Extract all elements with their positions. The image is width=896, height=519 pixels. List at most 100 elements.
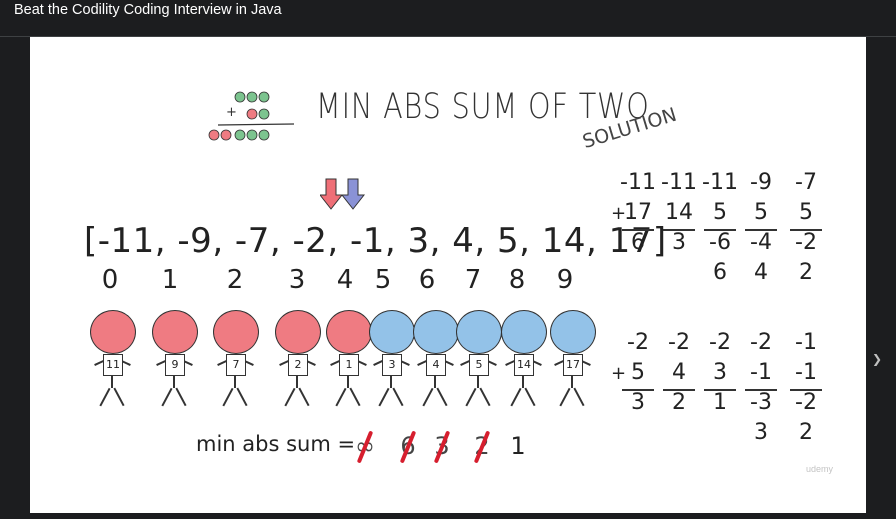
figure-body <box>347 374 349 388</box>
figure-head <box>413 310 459 354</box>
figure-leg <box>113 387 125 407</box>
addition-icon-plus: + <box>226 105 237 120</box>
slide-title: MIN ABS SUM OF TWO <box>316 87 650 127</box>
calc-cell: -11 <box>661 170 697 195</box>
calc-cell: -1 <box>795 360 817 385</box>
sum-line <box>745 229 777 231</box>
figure-leg <box>99 387 111 407</box>
figure-leg <box>222 387 234 407</box>
figure-leg <box>510 387 522 407</box>
array-index: 0 <box>101 265 119 295</box>
calc-cell: -11 <box>620 170 656 195</box>
array-index: 6 <box>418 265 436 295</box>
figure-head <box>213 310 259 354</box>
calc-cell: -11 <box>702 170 738 195</box>
calc-cell: -2 <box>750 330 772 355</box>
figure-sign: 9 <box>165 354 185 376</box>
sum-line <box>704 229 736 231</box>
figure-body <box>477 374 479 388</box>
calc-cell: 3 <box>631 390 645 415</box>
pointer-arrows-icon <box>320 178 366 210</box>
figure-body <box>234 374 236 388</box>
figure-body <box>173 374 175 388</box>
array-index: 8 <box>508 265 526 295</box>
calc-cell: -1 <box>795 330 817 355</box>
plus-sign: + <box>611 203 627 224</box>
calc-cell: 17 <box>624 200 652 225</box>
figure-leg <box>175 387 187 407</box>
figure-sign: 17 <box>563 354 583 376</box>
side-panel-toggle-icon[interactable]: ❯ <box>872 352 883 366</box>
calc-cell: -7 <box>795 170 817 195</box>
apples-addition-icon <box>208 91 295 141</box>
array-index: 1 <box>161 265 179 295</box>
sum-line <box>622 389 654 391</box>
stick-figure: 5 <box>456 310 502 410</box>
min-abs-sum-value: 1 <box>510 432 526 460</box>
stick-figure: 11 <box>90 310 136 410</box>
figure-sign: 11 <box>103 354 123 376</box>
calc-cell: -3 <box>750 390 772 415</box>
calc-cell: 3 <box>754 420 768 445</box>
figure-leg <box>479 387 491 407</box>
calc-cell: 3 <box>672 230 686 255</box>
figure-sign: 7 <box>226 354 246 376</box>
calc-cell: -4 <box>750 230 772 255</box>
array-index: 4 <box>336 265 354 295</box>
calc-cell: 5 <box>799 200 813 225</box>
figure-leg <box>284 387 296 407</box>
stick-figure: 17 <box>550 310 596 410</box>
figure-leg <box>378 387 390 407</box>
sum-line <box>745 389 777 391</box>
calc-cell: 6 <box>713 260 727 285</box>
calc-cell: -1 <box>750 360 772 385</box>
array-index: 2 <box>226 265 244 295</box>
calc-cell: 1 <box>713 390 727 415</box>
figure-leg <box>349 387 361 407</box>
array-index: 3 <box>288 265 306 295</box>
stick-figure: 1 <box>326 310 372 410</box>
sum-line <box>663 229 695 231</box>
figure-leg <box>436 387 448 407</box>
sum-line <box>704 389 736 391</box>
calc-cell: 5 <box>754 200 768 225</box>
figure-leg <box>465 387 477 407</box>
figure-head <box>275 310 321 354</box>
sum-line <box>622 229 654 231</box>
figure-body <box>434 374 436 388</box>
calc-cell: -2 <box>668 330 690 355</box>
calc-cell: 3 <box>713 360 727 385</box>
calc-cell: 2 <box>799 260 813 285</box>
calc-cell: 6 <box>631 230 645 255</box>
calc-cell: 4 <box>672 360 686 385</box>
figure-leg <box>559 387 571 407</box>
sum-line <box>790 229 822 231</box>
calc-cell: -2 <box>795 230 817 255</box>
figure-leg <box>524 387 536 407</box>
calc-cell: 14 <box>665 200 693 225</box>
calc-cell: -6 <box>709 230 731 255</box>
figure-leg <box>422 387 434 407</box>
figure-head <box>326 310 372 354</box>
figure-sign: 14 <box>514 354 534 376</box>
figure-head <box>90 310 136 354</box>
sorted-array: [-11, -9, -7, -2, -1, 3, 4, 5, 14, 17] <box>84 221 667 261</box>
figure-sign: 5 <box>469 354 489 376</box>
figure-sign: 4 <box>426 354 446 376</box>
calc-cell: -2 <box>709 330 731 355</box>
watermark-logo: udemy <box>806 464 834 474</box>
figure-body <box>390 374 392 388</box>
figure-head <box>550 310 596 354</box>
course-header-bar: Beat the Codility Coding Interview in Ja… <box>0 0 896 37</box>
figure-head <box>369 310 415 354</box>
calc-cell: 2 <box>672 390 686 415</box>
figure-sign: 2 <box>288 354 308 376</box>
figure-leg <box>392 387 404 407</box>
array-index: 7 <box>464 265 482 295</box>
figure-body <box>522 374 524 388</box>
calc-cell: 4 <box>754 260 768 285</box>
figure-body <box>571 374 573 388</box>
stick-figure: 9 <box>152 310 198 410</box>
course-title[interactable]: Beat the Codility Coding Interview in Ja… <box>14 2 282 18</box>
calc-cell: -2 <box>795 390 817 415</box>
